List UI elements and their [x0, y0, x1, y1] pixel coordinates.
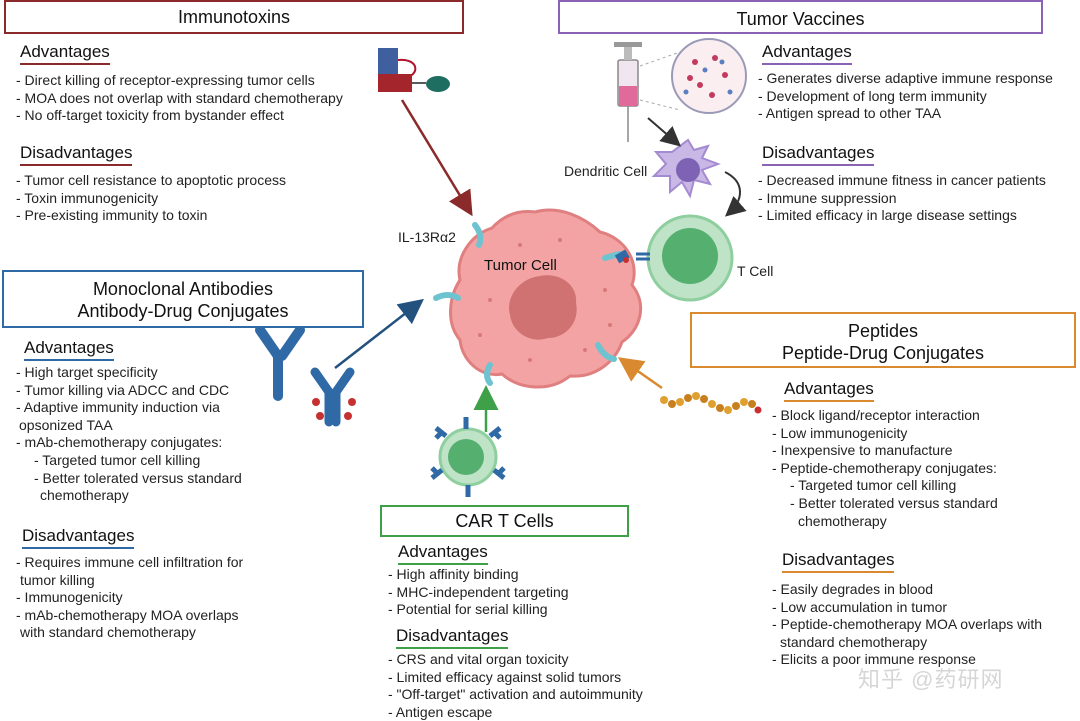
list-item: - Easily degrades in blood [772, 581, 934, 597]
tumor-cell-icon [433, 208, 643, 389]
vaccines-disadvantages-heading: Disadvantages [762, 143, 875, 166]
dendritic-cell-icon [651, 138, 721, 199]
list-item: - Development of long term immunity [758, 87, 987, 104]
list-item: - Immune suppression [758, 189, 897, 206]
list-item: - mAb-chemotherapy conjugates: [16, 434, 223, 451]
vaccines-title: Tumor Vaccines [736, 9, 865, 29]
list-item: - MOA does not overlap with standard che… [16, 89, 343, 106]
list-item: - "Off-target" activation and autoimmuni… [388, 686, 643, 703]
dendritic-to-tcell-arrow [724, 171, 747, 217]
immunotoxins-title: Immunotoxins [177, 7, 291, 27]
peptide-chain-icon [660, 392, 762, 414]
peptides-advantages-list: - Block ligand/receptor interaction - Lo… [772, 407, 998, 530]
list-item: - Decreased immune fitness in cancer pat… [758, 172, 1046, 188]
list-item: tumor killing [20, 571, 95, 588]
vaccines-advantages-heading: Advantages [762, 42, 852, 65]
immunotoxins-advantages-list: - Direct killing of receptor-expressing … [16, 72, 343, 125]
vaccines-disadvantages-list: - Decreased immune fitness in cancer pat… [758, 172, 1046, 225]
antibodies-advantages-list: - High target specificity - Tumor killin… [16, 364, 242, 505]
list-item: - Limited efficacy in large disease sett… [758, 207, 1017, 224]
list-item: - Better tolerated versus standard [790, 494, 998, 511]
antibodies-advantages-heading: Advantages [24, 338, 114, 361]
vaccines-advantages-list: - Generates diverse adaptive immune resp… [758, 70, 1053, 123]
car-t-title: CAR T Cells [455, 511, 554, 531]
car-t-title-box: CAR T Cells [380, 505, 629, 537]
list-item: - mAb-chemotherapy MOA overlaps [16, 606, 239, 623]
peptide-arrow [617, 357, 663, 390]
list-item: - Antigen escape [388, 703, 493, 720]
list-item: - MHC-independent targeting [388, 583, 569, 600]
peptides-advantages-heading: Advantages [784, 379, 874, 402]
list-item: - Limited efficacy against solid tumors [388, 668, 622, 685]
antibodies-disadvantages-list: - Requires immune cell infiltration for … [16, 554, 243, 642]
list-item: - Immunogenicity [16, 589, 123, 606]
vaccines-title-box: Tumor Vaccines [558, 0, 1043, 34]
list-item: - High affinity binding [388, 566, 519, 582]
list-item: - Low accumulation in tumor [772, 598, 948, 615]
peptides-disadvantages-list: - Easily degrades in blood - Low accumul… [772, 581, 1042, 669]
receptor-label: IL-13Rα2 [398, 229, 456, 245]
dendritic-cell-label: Dendritic Cell [564, 163, 648, 179]
immunotoxin-arrow [400, 99, 473, 217]
list-item: - Tumor cell resistance to apoptotic pro… [16, 172, 287, 188]
list-item: - Peptide-chemotherapy MOA overlaps with [772, 616, 1043, 633]
immunotoxin-icon [378, 48, 450, 92]
antibodies-title-box: Monoclonal Antibodies Antibody-Drug Conj… [2, 270, 364, 328]
list-item: opsonized TAA [19, 416, 113, 433]
list-item: - Toxin immunogenicity [16, 189, 159, 206]
immunotoxins-title-box: Immunotoxins [4, 0, 464, 34]
list-item: - Peptide-chemotherapy conjugates: [772, 459, 997, 476]
list-item: - Targeted tumor cell killing [34, 451, 201, 468]
car-t-advantages-heading: Advantages [398, 542, 488, 565]
list-item: - Potential for serial killing [388, 601, 548, 618]
list-item: - No off-target toxicity from bystander … [16, 107, 284, 124]
list-item: - Direct killing of receptor-expressing … [16, 72, 315, 88]
car-t-cell-icon [430, 417, 506, 497]
list-item: - High target specificity [16, 364, 158, 380]
t-cell-icon [614, 214, 734, 302]
vaccine-particles-icon [671, 38, 747, 114]
list-item: - Better tolerated versus standard [34, 469, 242, 486]
car-t-disadvantages-list: - CRS and vital organ toxicity - Limited… [388, 651, 643, 721]
list-item: - CRS and vital organ toxicity [388, 651, 569, 667]
list-item: - Pre-existing immunity to toxin [16, 207, 208, 224]
list-item: - Tumor killing via ADCC and CDC [16, 381, 230, 398]
peptides-title-line1: Peptides [847, 321, 919, 341]
t-cell-label: T Cell [737, 263, 774, 279]
list-item: - Block ligand/receptor interaction [772, 407, 980, 423]
antibodies-title-line2: Antibody-Drug Conjugates [77, 301, 289, 321]
list-item: chemotherapy [40, 487, 129, 504]
vaccine-arrow [647, 117, 682, 147]
immunotoxins-disadvantages-list: - Tumor cell resistance to apoptotic pro… [16, 172, 286, 225]
antibodies-disadvantages-heading: Disadvantages [22, 526, 135, 549]
peptides-title-line2: Peptide-Drug Conjugates [781, 343, 985, 363]
syringe-icon [614, 42, 681, 142]
list-item: chemotherapy [798, 512, 887, 529]
list-item: - Targeted tumor cell killing [790, 477, 957, 494]
peptides-title-box: Peptides Peptide-Drug Conjugates [690, 312, 1076, 368]
list-item: - Adaptive immunity induction via [16, 399, 220, 416]
list-item: - Inexpensive to manufacture [772, 442, 953, 459]
tumor-cell-label: Tumor Cell [484, 257, 557, 274]
list-item: with standard chemotherapy [20, 624, 196, 641]
list-item: - Low immunogenicity [772, 424, 908, 441]
watermark: 知乎 @药研网 [858, 667, 1004, 692]
antibody-icon [255, 325, 356, 427]
list-item: standard chemotherapy [780, 633, 928, 650]
car-t-advantages-list: - High affinity binding - MHC-independen… [388, 566, 569, 619]
peptides-disadvantages-heading: Disadvantages [782, 550, 895, 573]
list-item: - Antigen spread to other TAA [758, 105, 942, 122]
antibodies-title-line1: Monoclonal Antibodies [92, 279, 274, 299]
immunotoxins-disadvantages-heading: Disadvantages [20, 143, 133, 166]
antibody-arrow [334, 298, 424, 369]
list-item: - Generates diverse adaptive immune resp… [758, 70, 1053, 86]
immunotoxins-advantages-heading: Advantages [20, 42, 110, 65]
list-item: - Elicits a poor immune response [772, 651, 976, 668]
car-t-disadvantages-heading: Disadvantages [396, 626, 509, 649]
list-item: - Requires immune cell infiltration for [16, 554, 244, 570]
